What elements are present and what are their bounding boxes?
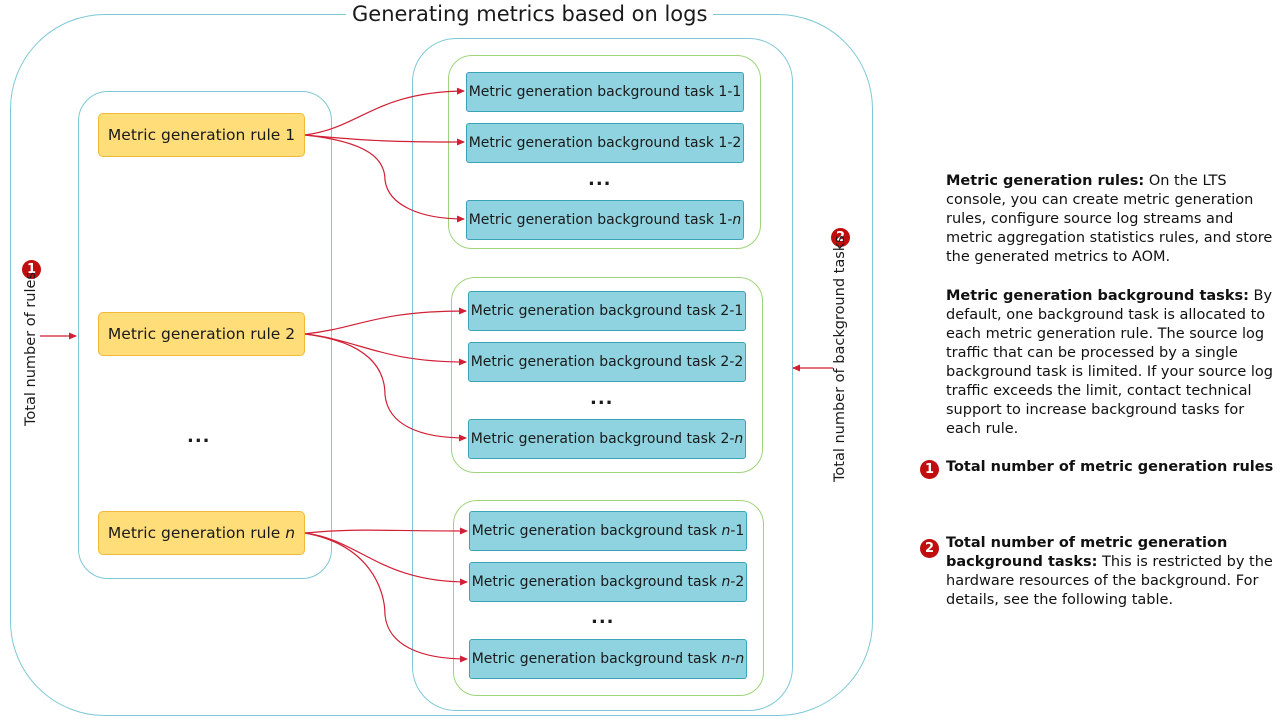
arrow-rule2-task2-n: [304, 333, 467, 442]
task-2-1: Metric generation background task 2-1: [468, 291, 746, 331]
note-item-2-text: This is restricted by the hardware resou…: [946, 554, 1273, 608]
task-group-n-ellipsis: ...: [591, 607, 615, 628]
note-tasks-text: By default, one background task is alloc…: [946, 288, 1274, 437]
note-rules-title: Metric generation rules:: [946, 173, 1145, 189]
arrow-rule1-task1-1: [304, 87, 465, 136]
task-n-1-var: n: [721, 523, 731, 539]
task-2-n-prefix: Metric generation background task 2-: [470, 431, 735, 447]
arrow-ruleN-taskN-n: [304, 532, 468, 663]
task-group-n-frame: [453, 500, 764, 696]
task-n-n: Metric generation background task n-n: [469, 639, 747, 679]
diagram-title: Generating metrics based on logs: [346, 0, 714, 28]
rules-frame: [78, 91, 332, 579]
arrow-ruleN-taskN-1: [304, 527, 468, 535]
rule-2: Metric generation rule 2: [98, 312, 305, 356]
task-n-n-sep: -: [730, 651, 736, 667]
note-badge-1-icon: 1: [920, 460, 939, 479]
rule-1: Metric generation rule 1: [98, 113, 305, 157]
background-tasks-frame: [412, 38, 793, 711]
total-tasks-label: Total number of background tasks: [832, 235, 848, 482]
task-n-1-prefix: Metric generation background task: [471, 523, 722, 539]
task-1-1: Metric generation background task 1-1: [466, 72, 744, 112]
arrow-rule2-task2-1: [304, 307, 467, 335]
note-tasks-title: Metric generation background tasks:: [946, 288, 1249, 304]
task-2-2: Metric generation background task 2-2: [468, 342, 746, 382]
task-n-2-var: n: [721, 574, 731, 590]
task-n-n-prefix: Metric generation background task: [471, 651, 722, 667]
note-item-2-title: Total number of metric generation backgr…: [946, 535, 1228, 570]
note-rules-text: On the LTS console, you can create metri…: [946, 173, 1273, 265]
note-badge-2-icon: 2: [920, 539, 939, 558]
badge-1-icon: 1: [22, 260, 41, 279]
task-group-1-frame: [448, 55, 761, 249]
task-group-1-ellipsis: ...: [588, 169, 612, 190]
task-n-1: Metric generation background task n-1: [469, 511, 747, 551]
task-n-n-var1: n: [721, 651, 731, 667]
note-item-2: Total number of metric generation backgr…: [946, 534, 1276, 610]
note-tasks: Metric generation background tasks: By d…: [946, 287, 1276, 439]
task-2-n-var: n: [734, 431, 744, 447]
task-n-1-suffix: -1: [730, 523, 745, 539]
task-n-2: Metric generation background task n-2: [469, 562, 747, 602]
total-rules-label: Total number of rules: [23, 272, 39, 426]
rules-ellipsis: ...: [187, 426, 211, 447]
task-2-n: Metric generation background task 2-n: [468, 419, 746, 459]
task-1-n-prefix: Metric generation background task 1-: [468, 212, 733, 228]
task-n-2-suffix: -2: [730, 574, 745, 590]
task-1-n-var: n: [732, 212, 742, 228]
rule-n-prefix: Metric generation rule: [107, 524, 286, 542]
task-group-2-ellipsis: ...: [590, 388, 614, 409]
rule-n-var: n: [285, 524, 296, 542]
rule-n: Metric generation rule n: [98, 511, 305, 555]
task-n-n-var2: n: [735, 651, 745, 667]
task-1-2: Metric generation background task 1-2: [466, 123, 744, 163]
badge-2-icon: 2: [831, 228, 850, 247]
task-1-n: Metric generation background task 1-n: [466, 200, 744, 240]
arrow-rule1-task1-2: [304, 134, 465, 146]
note-item-1: Total number of metric generation rules: [946, 458, 1276, 477]
note-rules: Metric generation rules: On the LTS cons…: [946, 172, 1276, 267]
arrow-rule1-task1-n: [304, 134, 465, 223]
note-item-1-title: Total number of metric generation rules: [946, 459, 1274, 475]
task-n-2-prefix: Metric generation background task: [471, 574, 722, 590]
task-group-2-frame: [451, 277, 763, 473]
